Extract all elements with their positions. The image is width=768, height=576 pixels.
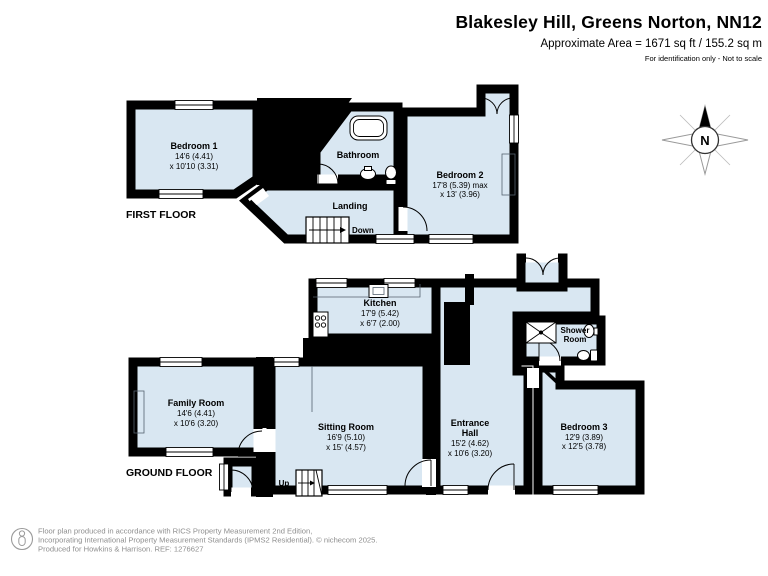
sitting-dim1: 16'9 (5.10) — [327, 433, 365, 442]
toilet-icon — [385, 165, 397, 185]
header: Blakesley Hill, Greens Norton, NN12 Appr… — [455, 12, 762, 63]
shower-label-1: Shower — [561, 326, 590, 335]
wall-hall-west — [426, 357, 436, 495]
french-doors-bedroom2-icon — [480, 97, 514, 115]
first-floor-label: FIRST FLOOR — [126, 209, 196, 221]
footer-line-1: Floor plan produced in accordance with R… — [38, 527, 312, 536]
sitting-dim2: x 15' (4.57) — [326, 443, 366, 452]
compass-north-pointer — [698, 106, 712, 133]
window-kitchen-top-1 — [315, 278, 348, 288]
bathroom-label: Bathroom — [337, 150, 380, 160]
window-bedroom1-bottom — [158, 189, 204, 199]
shower-sink-icon — [583, 324, 599, 338]
family-dim1: 14'6 (4.41) — [177, 409, 215, 418]
bedroom2-dim2: x 13' (3.96) — [440, 190, 480, 199]
bedroom2-label: Bedroom 2 — [436, 170, 483, 180]
door-bedroom3 — [527, 368, 561, 388]
wall-kitchen-bottom — [303, 338, 427, 362]
door-lobby — [230, 469, 254, 497]
window-bedroom2-bottom — [428, 234, 474, 244]
sitting-label: Sitting Room — [318, 422, 374, 432]
window-sitting-top — [273, 357, 300, 367]
window-family-bottom — [165, 447, 214, 457]
hall-label-2: Hall — [462, 428, 479, 438]
disclaimer-text: For identification only - Not to scale — [644, 54, 762, 63]
bedroom1-dim1: 14'6 (4.41) — [175, 152, 213, 161]
compass-rose-icon: N — [661, 104, 749, 176]
door-family — [237, 429, 276, 457]
wall-family-sitting-top — [256, 357, 273, 428]
window-family-top — [159, 357, 203, 367]
window-family-left-bay — [133, 390, 145, 434]
room-bedroom3 — [533, 363, 645, 495]
door-bathroom — [317, 163, 339, 185]
kitchen-label: Kitchen — [363, 298, 396, 308]
stairs-down — [305, 216, 350, 244]
stairs-up — [295, 469, 323, 497]
window-bedroom1-top — [174, 100, 214, 110]
shower-toilet-icon — [577, 349, 598, 362]
window-bedroom3-bottom — [552, 485, 599, 495]
wall-mass-chimney-ff — [257, 98, 352, 185]
door-bedroom1 — [245, 188, 269, 216]
hall-dim2: x 10'6 (3.20) — [448, 449, 493, 458]
page-title: Blakesley Hill, Greens Norton, NN12 — [455, 12, 762, 32]
bathtub-icon — [349, 115, 388, 141]
stairs-up-arrow — [310, 480, 315, 486]
door-front — [487, 463, 515, 495]
stairs-up-label: Up — [279, 479, 290, 488]
wall-family-sitting-bottom — [256, 452, 273, 497]
stove-icon — [312, 311, 329, 338]
bedroom3-dim1: 12'9 (3.89) — [565, 433, 603, 442]
hall-dim1: 15'2 (4.62) — [451, 439, 489, 448]
footer-line-3: Produced for Howkins & Harrison. REF: 12… — [38, 545, 203, 554]
ground-floor-plan: GROUND FLOOR Kitchen 17'9 (5.42) x 6'7 (… — [126, 252, 645, 497]
kitchen-counter-line — [313, 284, 421, 298]
window-landing-bottom — [375, 234, 415, 244]
nichecom-logo-icon — [10, 527, 34, 551]
ground-floor-label: GROUND FLOOR — [126, 467, 213, 479]
footer-line-2: Incorporating International Property Mea… — [38, 536, 377, 545]
bedroom1-label: Bedroom 1 — [170, 141, 217, 151]
window-bedroom2-right — [509, 114, 519, 144]
window-hall-bottom — [442, 485, 469, 495]
wall-stub-top — [465, 274, 474, 305]
window-sitting-bottom — [327, 485, 388, 495]
door-bedroom2 — [398, 206, 428, 232]
bedroom3-dim2: x 12'5 (3.78) — [562, 442, 607, 451]
shower-label-2: Room — [564, 335, 587, 344]
approximate-area: Approximate Area = 1671 sq ft / 155.2 sq… — [540, 38, 762, 50]
bathroom-sink-icon — [360, 166, 376, 180]
bedroom1-dim2: x 10'10 (3.31) — [170, 162, 219, 171]
bedroom3-label: Bedroom 3 — [560, 422, 607, 432]
wardrobe-bedroom2 — [501, 153, 516, 196]
family-label: Family Room — [168, 398, 225, 408]
french-doors-entrance-icon — [525, 252, 561, 276]
compass-n-label: N — [700, 133, 709, 148]
kitchen-dim1: 17'9 (5.42) — [361, 309, 399, 318]
landing-label: Landing — [333, 201, 368, 211]
bedroom2-dim1: 17'8 (5.39) max — [432, 181, 487, 190]
hall-label-1: Entrance — [451, 418, 490, 428]
kitchen-dim2: x 6'7 (2.00) — [360, 319, 400, 328]
door-sitting-hall — [404, 459, 436, 487]
stairs-down-label: Down — [352, 226, 374, 235]
kitchen-sink-icon — [368, 281, 389, 298]
room-bedroom1 — [126, 100, 262, 199]
footer: Floor plan produced in accordance with R… — [10, 527, 377, 554]
first-floor-plan: FIRST FLOOR Bedroom 1 14'6 (4.41) x 10'1… — [126, 84, 519, 244]
window-lobby-left — [219, 463, 229, 491]
window-kitchen-top-2 — [383, 278, 416, 288]
shower-tray-icon — [525, 321, 557, 344]
family-dim2: x 10'6 (3.20) — [174, 419, 219, 428]
wall-chimney-hall — [444, 302, 470, 365]
stairs-down-arrow — [340, 227, 346, 233]
